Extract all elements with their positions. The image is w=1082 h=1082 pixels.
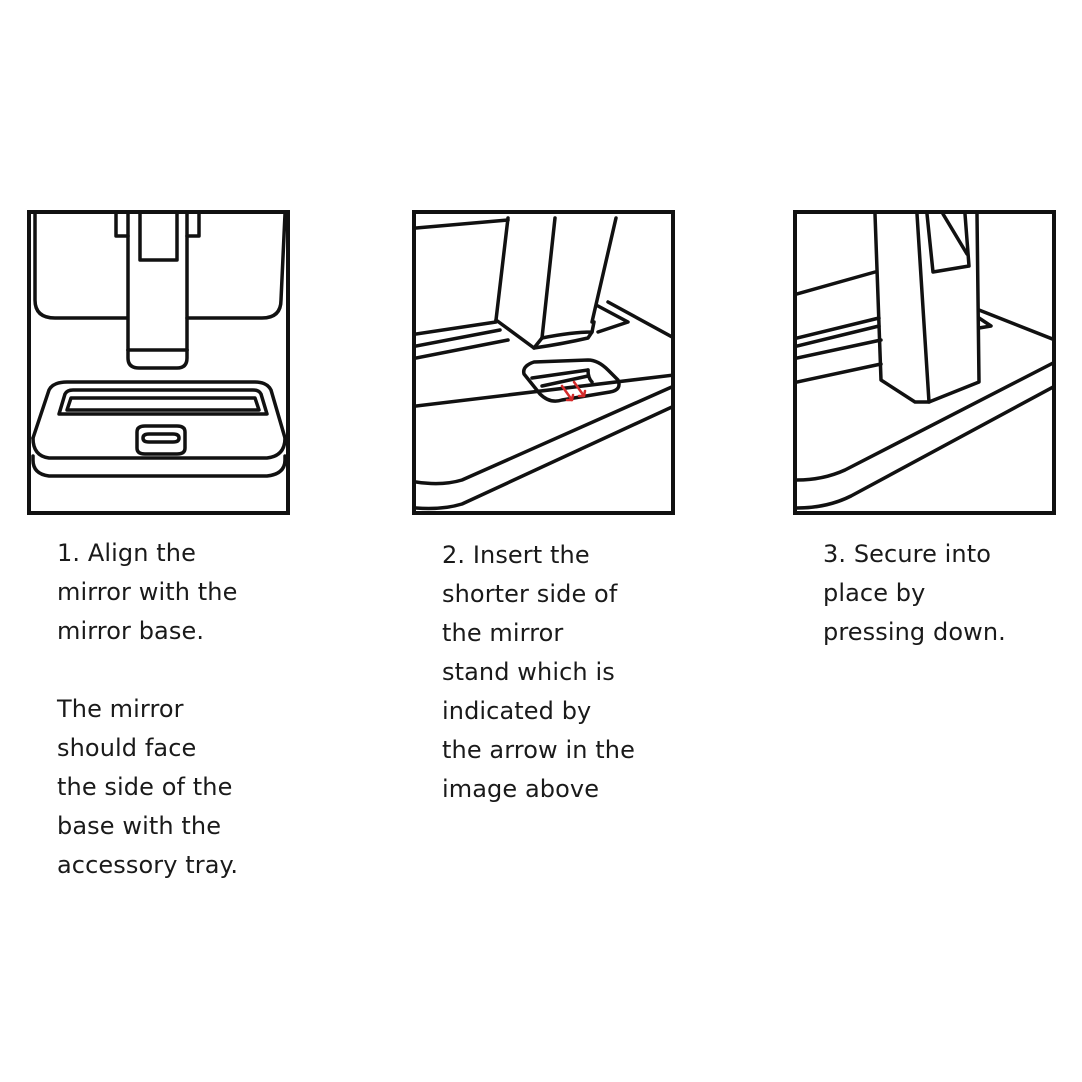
step-1-illustration xyxy=(27,210,290,515)
stand-secured-drawing xyxy=(797,214,1052,510)
insert-direction-arrow-icon xyxy=(560,380,587,402)
step-2-illustration xyxy=(412,210,675,515)
step-1-instructions: 1. Align the mirror with the mirror base… xyxy=(57,534,297,885)
step-3-illustration xyxy=(793,210,1056,515)
step-3-instructions: 3. Secure into place by pressing down. xyxy=(823,535,1063,652)
step-1-text: 1. Align the mirror with the mirror base… xyxy=(57,539,238,645)
step-3-text: 3. Secure into place by pressing down. xyxy=(823,540,1006,646)
step-1-note: The mirror should face the side of the b… xyxy=(57,695,239,879)
step-2-text: 2. Insert the shorter side of the mirror… xyxy=(442,541,635,803)
mirror-base-align-drawing xyxy=(31,214,286,478)
insert-stand-drawing xyxy=(416,216,671,511)
step-2-instructions: 2. Insert the shorter side of the mirror… xyxy=(442,536,682,809)
